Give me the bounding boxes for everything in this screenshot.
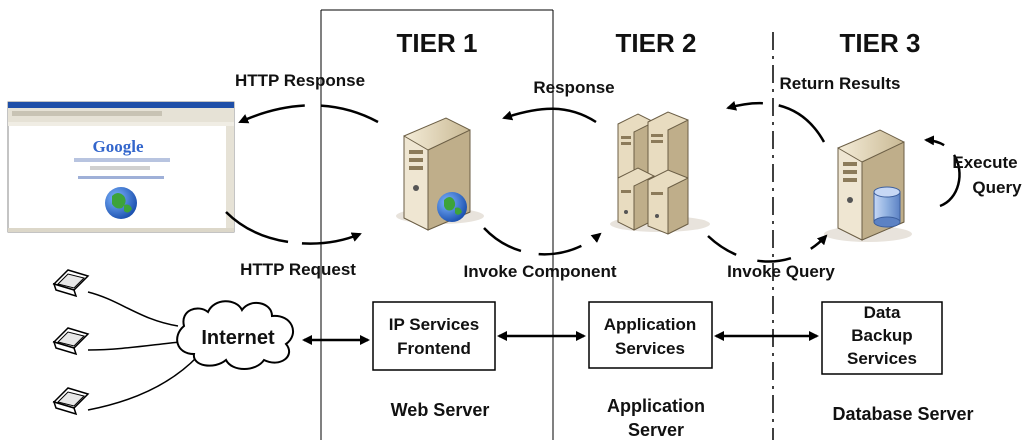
invoke-query-label: Invoke Query: [727, 262, 835, 281]
application-services-line1: Application: [604, 315, 697, 334]
internet-label: Internet: [201, 327, 275, 349]
arrow-http-request: [225, 211, 362, 245]
laptop-icon: [52, 387, 90, 416]
application-server-label-line1: Application: [607, 396, 705, 416]
arrow-return-results: [726, 100, 826, 143]
http-request-label: HTTP Request: [240, 260, 356, 279]
ip-services-line2: Frontend: [397, 339, 471, 358]
arrow-execute-query: [924, 135, 961, 208]
database-cylinder-icon: [873, 186, 901, 228]
application-services-line2: Services: [615, 339, 685, 358]
application-services-box: Application Services: [588, 301, 713, 369]
application-server-cluster-icon: [610, 111, 710, 235]
client-laptops: [52, 269, 199, 416]
laptop-icon: [52, 269, 90, 298]
database-server-label: Database Server: [832, 404, 973, 424]
arrow-response: [502, 107, 597, 124]
arrow-invoke-query: [707, 234, 828, 263]
return-results-label: Return Results: [780, 74, 901, 93]
web-server-label: Web Server: [391, 400, 490, 420]
application-server-label-line2: Server: [628, 420, 684, 440]
tier-3-label: TIER 3: [840, 28, 921, 58]
execute-label: Execute: [952, 153, 1017, 172]
laptop-cable: [87, 341, 181, 351]
arrow-http-response: [238, 104, 379, 124]
web-server-icon: [396, 117, 484, 231]
ip-services-frontend-box: IP Services Frontend: [372, 301, 496, 371]
invoke-component-label: Invoke Component: [463, 262, 616, 281]
http-response-label: HTTP Response: [235, 71, 365, 90]
data-backup-line2: Backup: [851, 326, 912, 345]
browser-window: Google: [7, 101, 235, 233]
data-backup-line1: Data: [864, 303, 901, 322]
data-backup-line3: Services: [847, 349, 917, 368]
internet-cloud: Internet: [176, 300, 294, 370]
laptop-icon: [52, 327, 90, 356]
query-label: Query: [972, 178, 1022, 197]
tier-2-label: TIER 2: [616, 28, 697, 58]
laptop-cable: [87, 355, 199, 411]
google-logo: Google: [93, 137, 144, 156]
laptop-cable: [87, 291, 179, 327]
response-label: Response: [533, 78, 614, 97]
arrow-invoke-component: [483, 227, 602, 256]
data-backup-services-box: Data Backup Services: [821, 301, 943, 375]
tier-1-label: TIER 1: [397, 28, 478, 58]
flow-arrows: [225, 100, 961, 263]
database-server-icon: [824, 129, 912, 242]
tier-separators: [320, 9, 774, 440]
ip-services-line1: IP Services: [389, 315, 479, 334]
